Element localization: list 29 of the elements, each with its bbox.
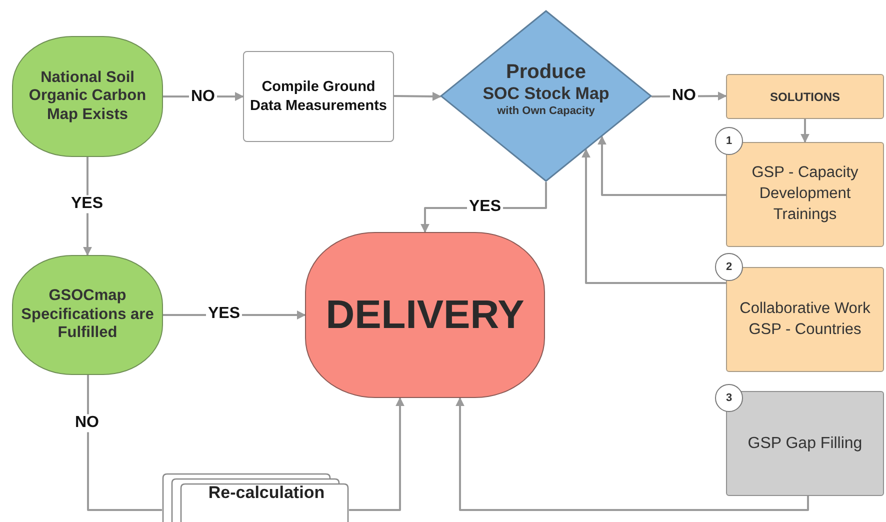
process-box xyxy=(243,51,394,142)
connector-arrow xyxy=(598,136,726,196)
shape-text: Produce xyxy=(506,60,586,84)
shape-text: DELIVERY xyxy=(326,292,524,338)
shape-text: SOLUTIONS xyxy=(770,90,840,104)
connector-line xyxy=(87,375,162,511)
shape-text: GSP Gap Filling xyxy=(748,434,862,452)
shape-text: Re-calculation xyxy=(208,483,325,503)
edge-label: YES xyxy=(69,195,105,213)
shape-text: Compile Ground Data Measurements xyxy=(249,78,388,116)
shape-text: GSOCmap Specifications are Fulfilled xyxy=(20,287,155,343)
connector-arrow xyxy=(582,148,726,284)
edge-label: NO xyxy=(73,414,101,432)
shape-text: with Own Capacity xyxy=(497,104,595,118)
terminal-shape xyxy=(305,232,545,398)
connector-arrow xyxy=(394,92,442,101)
process-box xyxy=(726,142,884,247)
shape-text: GSP - Capacity Development Trainings xyxy=(750,163,860,225)
connector-arrow xyxy=(349,397,404,511)
step-number-badge: 3 xyxy=(715,384,743,412)
connector-arrow xyxy=(800,119,810,143)
process-box xyxy=(726,391,884,496)
step-number-badge: 2 xyxy=(715,253,743,281)
process-box xyxy=(726,74,884,119)
step-number-badge: 1 xyxy=(715,127,743,155)
shape-text: Collaborative Work GSP - Countries xyxy=(738,298,872,340)
connector-arrow xyxy=(456,397,809,511)
shape-text: SOC Stock Map xyxy=(482,84,610,105)
shape-text: National Soil Organic Carbon Map Exists xyxy=(28,68,148,124)
